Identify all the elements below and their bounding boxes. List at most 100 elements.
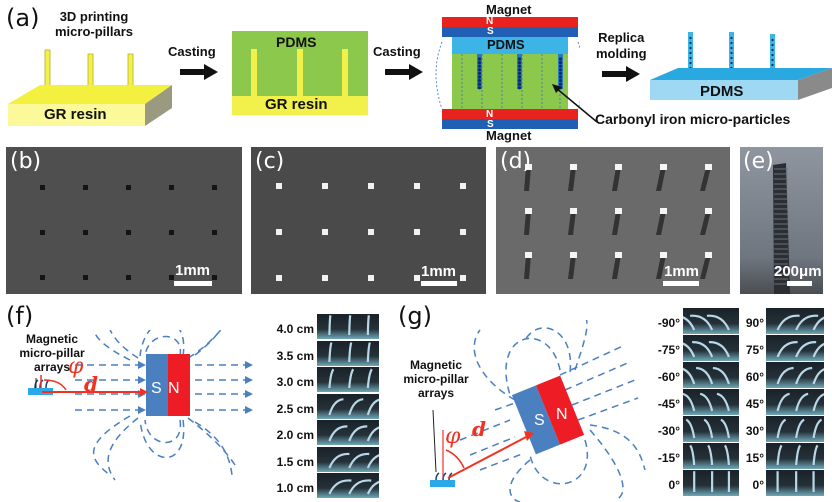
bent-pillar: [366, 426, 379, 442]
pillar-top: [660, 164, 667, 170]
angle-image-positive: [766, 362, 824, 388]
bent-pillar: [812, 444, 819, 466]
panel-b-scale-bar: [174, 281, 212, 286]
iron-particle: [558, 82, 563, 86]
distance-label: 2.5 cm: [276, 401, 314, 416]
step4-pdms-block: [650, 32, 832, 100]
pore: [83, 275, 88, 280]
pillar-top: [525, 208, 532, 214]
iron-particle: [477, 68, 482, 72]
distance-label: 1.5 cm: [276, 454, 314, 469]
distance-arrowhead: [140, 388, 148, 396]
angle-image-positive: [766, 470, 824, 496]
panel-e-scale-bar: [787, 281, 812, 286]
panel-f-label: (f): [6, 302, 34, 330]
iron-particle: [517, 82, 522, 86]
distance-image: [317, 393, 379, 419]
iron-particle: [477, 71, 482, 75]
distance-image: [317, 314, 379, 339]
pillar-top: [460, 183, 466, 189]
bent-pillar: [776, 314, 800, 331]
panel-g-label: (g): [398, 302, 432, 330]
angle-label-negative: -30°: [657, 424, 680, 438]
bent-pillar: [795, 341, 817, 358]
pore: [40, 275, 45, 280]
pore: [169, 230, 174, 235]
pillar-body: [568, 167, 576, 191]
pillar-top: [322, 183, 328, 189]
angle-label-negative: -90°: [657, 316, 680, 330]
bent-pillar: [685, 418, 696, 439]
panel-d-sem-image: (d) 1mm: [496, 147, 730, 294]
panel-e-optical-image: (e) 200μm: [740, 147, 823, 294]
pillar-top: [368, 229, 374, 235]
bent-pillar: [708, 341, 730, 358]
tilted-magnet: [511, 375, 585, 455]
pillar-top: [322, 229, 328, 235]
angle-arc: [445, 449, 465, 469]
iron-particle: [517, 75, 522, 79]
phi-label: φ: [68, 354, 84, 379]
pore: [212, 275, 217, 280]
iron-particle: [477, 82, 482, 86]
magnet-casting-setup: [435, 17, 580, 129]
bent-pillar: [328, 425, 348, 442]
panel-c-sem-image: (c) 1mm: [251, 147, 486, 294]
arrow2-label: Casting: [373, 44, 421, 59]
iron-particle: [558, 71, 563, 75]
bent-pillar: [776, 366, 794, 385]
pore: [40, 230, 45, 235]
pillar-body: [524, 255, 531, 279]
pillar-body: [656, 211, 666, 235]
pillar-body: [700, 167, 711, 191]
bent-pillar: [328, 315, 332, 336]
iron-particle: [477, 61, 482, 65]
bent-pillar: [328, 452, 350, 468]
bent-pillar: [707, 444, 714, 466]
pillar-top-grid: [276, 183, 466, 281]
panel-e-scale-text: 200μm: [774, 263, 822, 280]
angle-arc: [43, 379, 67, 391]
panel-c-label: (c): [255, 149, 285, 174]
pillar-top: [460, 229, 466, 235]
angle-image-negative: [683, 362, 739, 388]
pore: [212, 185, 217, 190]
angle-label-negative: -75°: [657, 343, 680, 357]
pillar-body: [700, 211, 711, 235]
pillar-top: [525, 252, 532, 258]
pore-grid: [40, 185, 217, 280]
angle-image-positive: [766, 443, 824, 469]
angle-image-negative: [683, 470, 739, 496]
pore: [169, 275, 174, 280]
bent-pillar: [812, 342, 824, 358]
iron-particle: [517, 86, 522, 90]
field-lines: [459, 320, 646, 502]
pillar-body: [656, 167, 666, 191]
iron-particle: [517, 68, 522, 72]
bent-pillar: [328, 368, 335, 389]
pillar-tilted-grid: [524, 164, 712, 279]
bent-pillar: [699, 392, 714, 412]
bent-pillar: [366, 480, 379, 495]
north-pole-label: N: [556, 406, 568, 423]
pillar-body: [612, 211, 621, 235]
particles-label: Carbonyl iron micro-particles: [595, 111, 791, 127]
panel-g-arrays-label: Magnetic micro-pillar arrays: [403, 358, 469, 400]
step1-base-label: GR resin: [44, 106, 107, 123]
field-lines: [75, 330, 245, 481]
distance-image: [317, 340, 379, 366]
pore: [169, 185, 174, 190]
pillar-top: [660, 208, 667, 214]
iron-particle: [477, 64, 482, 68]
pore: [126, 275, 131, 280]
bent-pillar: [366, 315, 370, 336]
distance-label: 1.0 cm: [276, 481, 314, 495]
distance-image: [317, 473, 379, 498]
pillar-body: [524, 211, 531, 235]
iron-particle: [517, 79, 522, 83]
distance-image: [317, 446, 379, 472]
step2-top-label: PDMS: [276, 34, 317, 50]
bent-pillar: [795, 418, 805, 439]
bent-pillar: [348, 368, 355, 389]
arrow-right-icon: [385, 64, 423, 80]
